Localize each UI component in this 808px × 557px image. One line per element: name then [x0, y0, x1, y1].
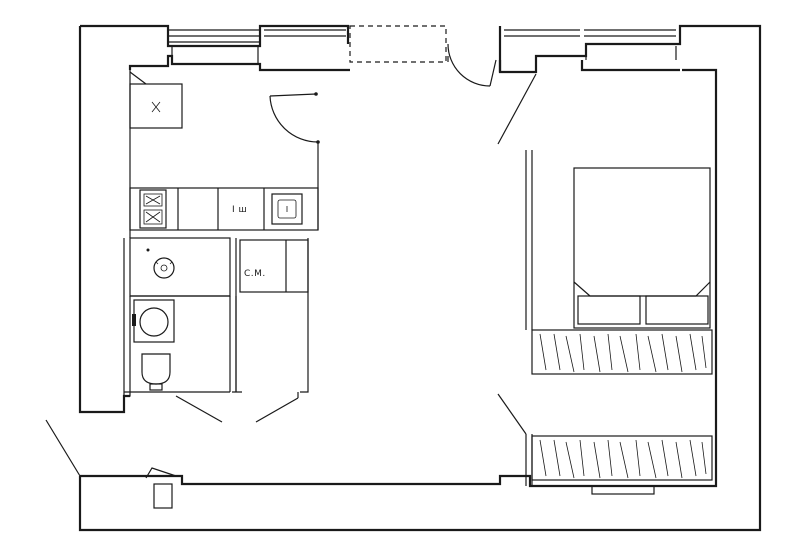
wardrobe-upper — [531, 329, 713, 375]
kitchen-sink-icon — [271, 193, 303, 225]
fridge-icon: I ш — [232, 205, 247, 215]
bedroom-partition — [497, 73, 537, 486]
balcony-opening-dashed — [349, 25, 447, 63]
bed-icon — [573, 167, 711, 329]
shower-drain-icon — [146, 248, 175, 279]
kitchen-wall-cabinet — [129, 83, 183, 129]
kitchen-partition — [123, 70, 320, 397]
window-kitchen-right — [264, 29, 346, 37]
outer-walls — [78, 24, 762, 532]
window-kitchen-left — [168, 29, 260, 43]
toilet-icon — [141, 353, 171, 391]
kitchen-counter — [129, 187, 319, 231]
wardrobe-lower — [531, 435, 713, 481]
stove-icon — [139, 189, 167, 229]
bathroom-sink-icon — [132, 299, 175, 343]
bathroom-door-right — [255, 397, 299, 423]
bathroom — [124, 237, 242, 393]
fridge-label: I ш — [232, 205, 247, 215]
window-bedroom — [504, 29, 676, 37]
bedroom-window-sill — [591, 485, 655, 495]
bathroom-door-left — [175, 395, 223, 423]
entrance-door — [45, 419, 177, 509]
washing-machine-icon: С.М. — [239, 239, 309, 293]
corridor-partition — [235, 238, 309, 398]
balcony-door — [447, 43, 497, 87]
washer-label: С.М. — [244, 269, 266, 279]
